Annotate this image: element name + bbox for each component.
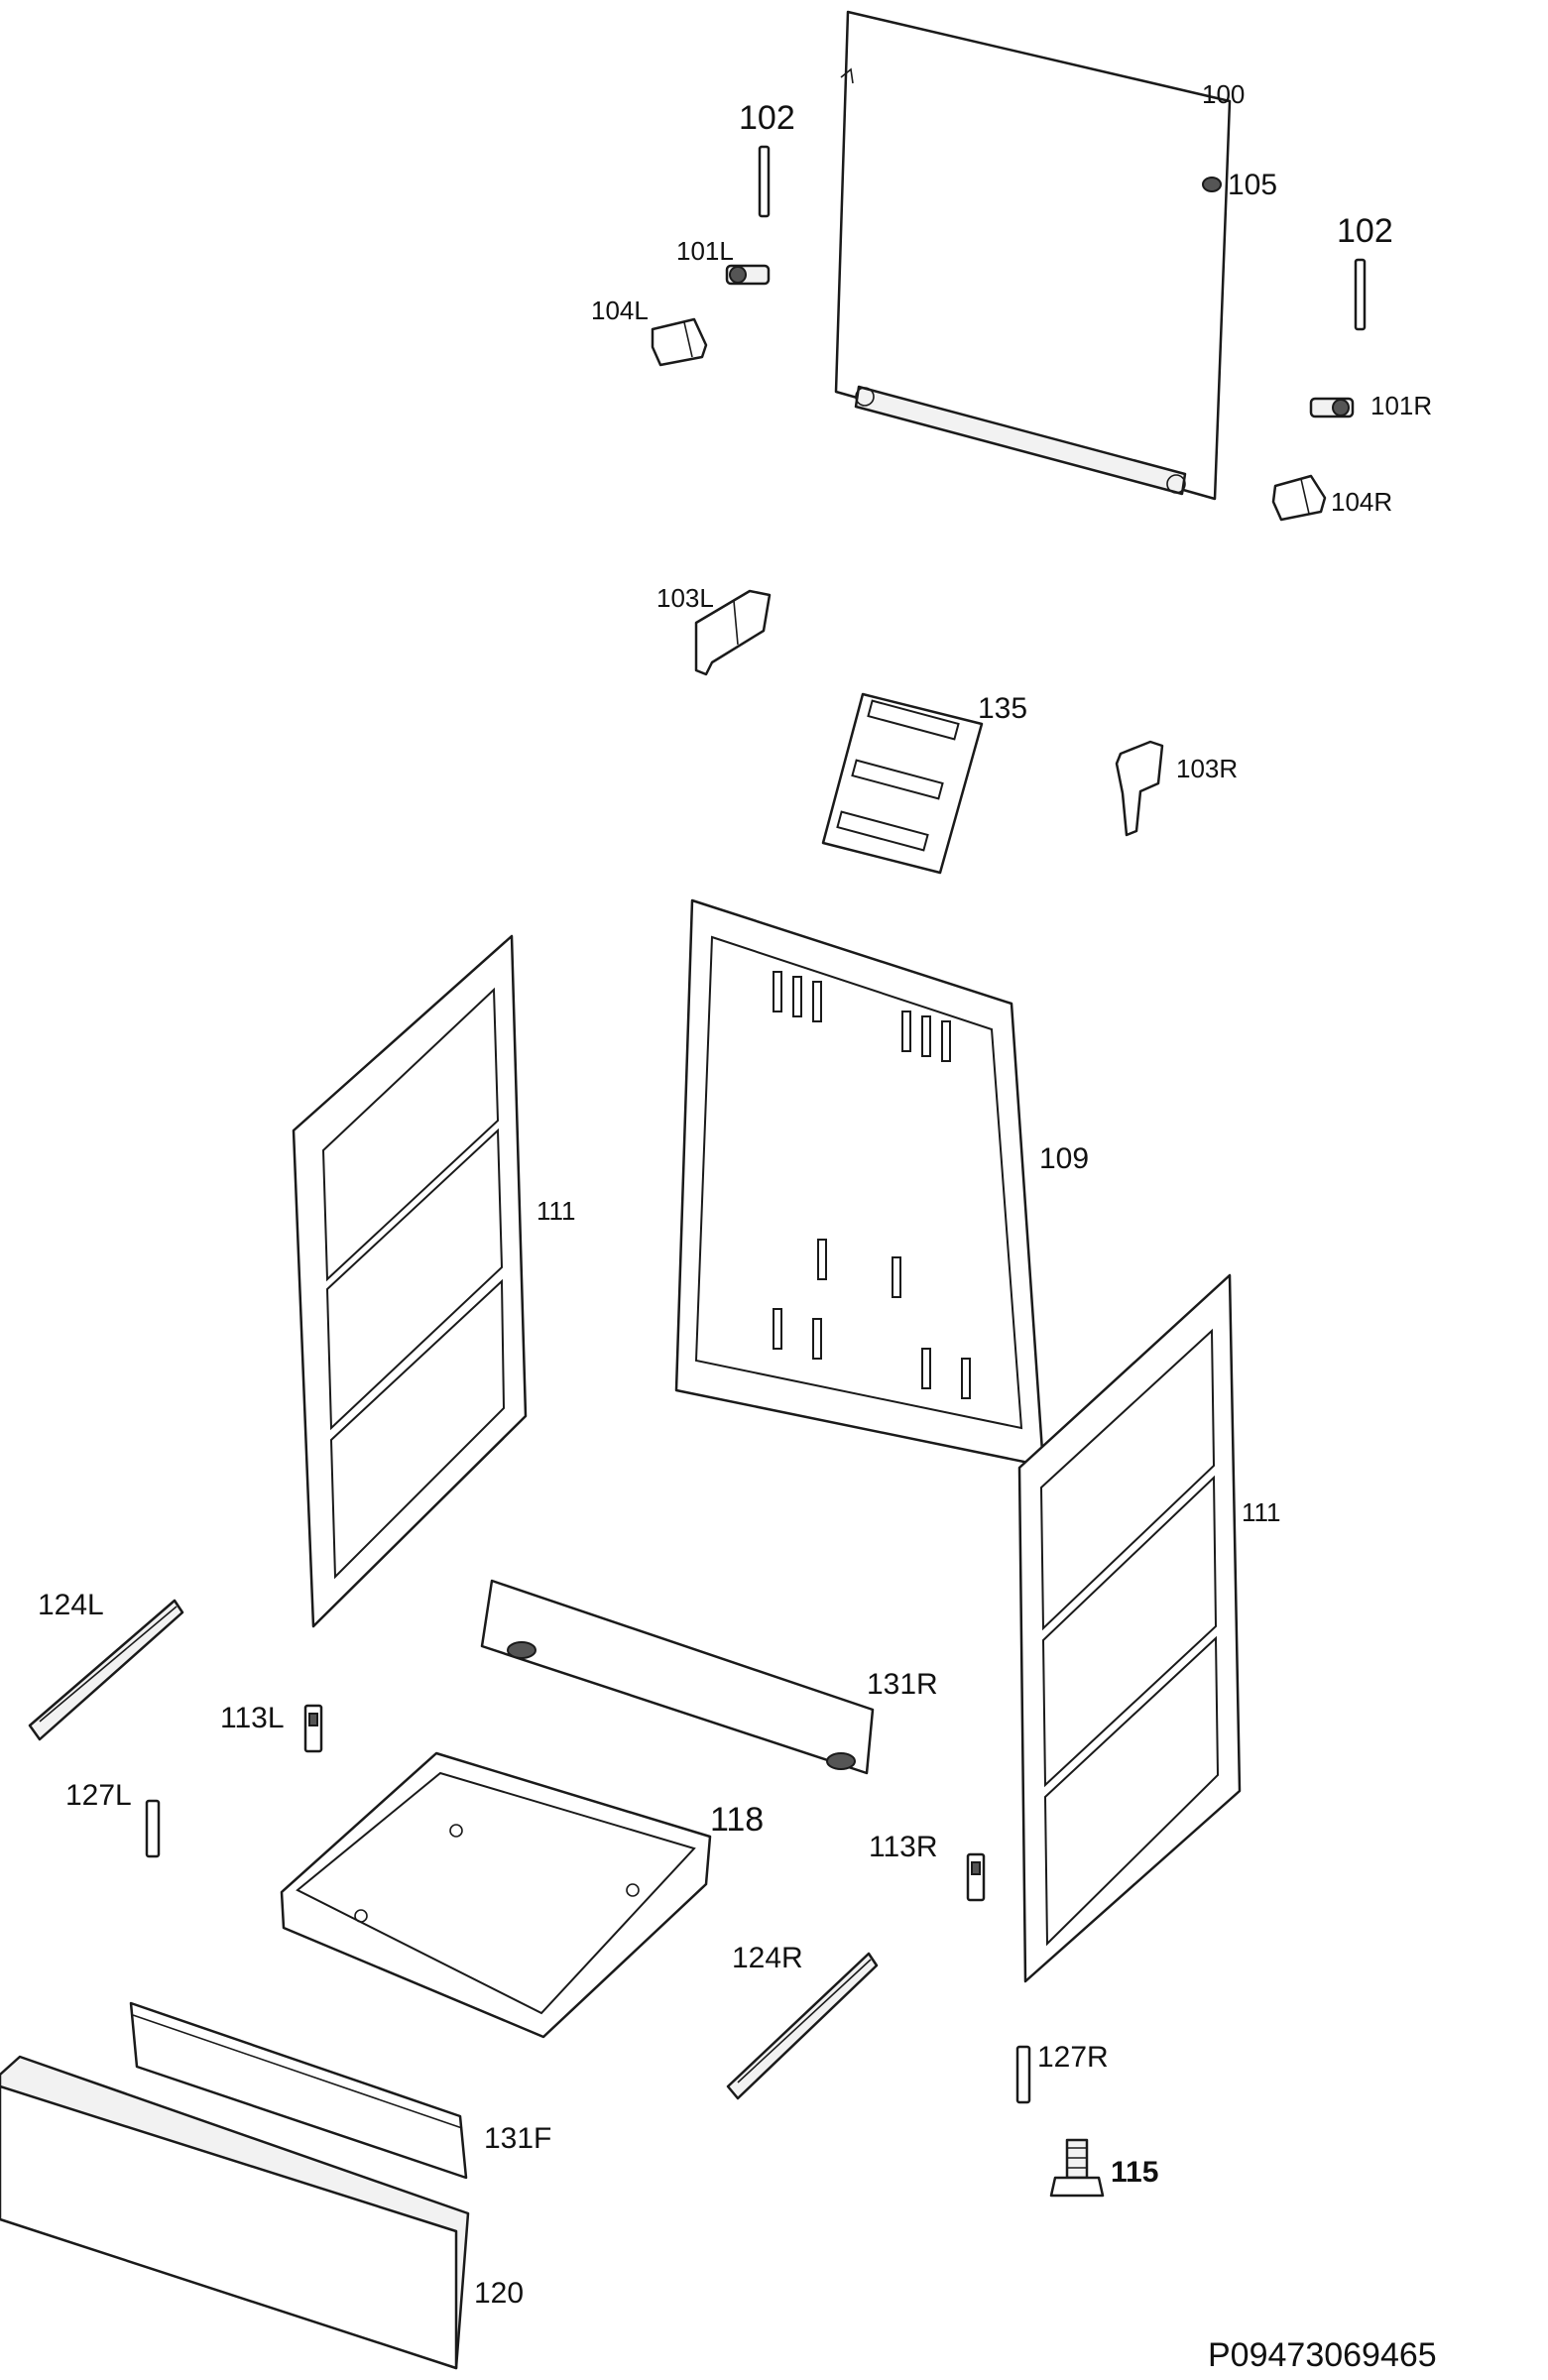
label-124L: 124L: [38, 1589, 104, 1621]
label-131R: 131R: [867, 1668, 938, 1701]
part-124L-drawer-rail[interactable]: [28, 1599, 184, 1741]
label-124R: 124R: [732, 1942, 803, 1974]
part-135-heat-shield[interactable]: [821, 692, 984, 875]
label-120: 120: [474, 2277, 524, 2310]
label-100: 100: [1202, 79, 1245, 109]
label-111-right: 111: [1242, 1497, 1281, 1527]
label-101L: 101L: [676, 236, 734, 266]
label-127L: 127L: [65, 1779, 132, 1812]
label-105: 105: [1228, 169, 1277, 201]
part-109-back-panel[interactable]: [674, 898, 1045, 1468]
part-131R-rear-rail[interactable]: [480, 1579, 875, 1775]
part-101R-hinge-pin[interactable]: [1309, 397, 1355, 418]
label-113L: 113L: [220, 1702, 285, 1734]
label-103L: 103L: [656, 583, 714, 613]
label-115: 115: [1111, 2156, 1158, 2189]
label-131F: 131F: [484, 2122, 551, 2155]
part-111-side-panel-left[interactable]: [292, 934, 528, 1628]
part-131F-front-rail[interactable]: [129, 2001, 468, 2180]
part-124R-drawer-rail[interactable]: [726, 1952, 879, 2100]
part-104L-hinge-block[interactable]: [651, 317, 708, 367]
label-127R: 127R: [1037, 2041, 1109, 2074]
label-101R: 101R: [1370, 391, 1432, 420]
part-127L-clip[interactable]: [145, 1799, 161, 1858]
label-118: 118: [710, 1801, 764, 1839]
part-115-adjustable-foot[interactable]: [1049, 2138, 1105, 2198]
label-102-left: 102: [739, 99, 795, 137]
part-120-drawer-front[interactable]: [0, 2055, 470, 2370]
part-103R-hinge-bracket[interactable]: [1115, 740, 1164, 837]
part-101L-hinge-pin[interactable]: [725, 264, 771, 286]
part-105-bumper[interactable]: [1202, 177, 1222, 192]
label-111-left: 111: [536, 1196, 576, 1226]
label-102-right: 102: [1337, 212, 1393, 250]
part-111-side-panel-right[interactable]: [1017, 1273, 1242, 1983]
label-104L: 104L: [591, 296, 649, 325]
part-113L-latch[interactable]: [303, 1704, 323, 1753]
part-127R-clip[interactable]: [1015, 2045, 1031, 2104]
label-113R: 113R: [869, 1831, 938, 1863]
part-103L-hinge-bracket[interactable]: [694, 589, 772, 676]
reference-code: P09473069465: [1208, 2336, 1437, 2374]
part-118-storage-drawer[interactable]: [280, 1751, 712, 2039]
part-102-hinge-rod-right[interactable]: [1354, 258, 1367, 331]
label-103R: 103R: [1176, 754, 1238, 783]
part-104R-hinge-block[interactable]: [1271, 474, 1327, 522]
part-113R-latch[interactable]: [966, 1852, 986, 1902]
label-135: 135: [978, 692, 1027, 725]
label-104R: 104R: [1331, 487, 1392, 517]
part-102-hinge-rod-left[interactable]: [758, 145, 771, 218]
part-100-lid-panel[interactable]: [834, 10, 1232, 501]
label-109: 109: [1039, 1142, 1089, 1175]
